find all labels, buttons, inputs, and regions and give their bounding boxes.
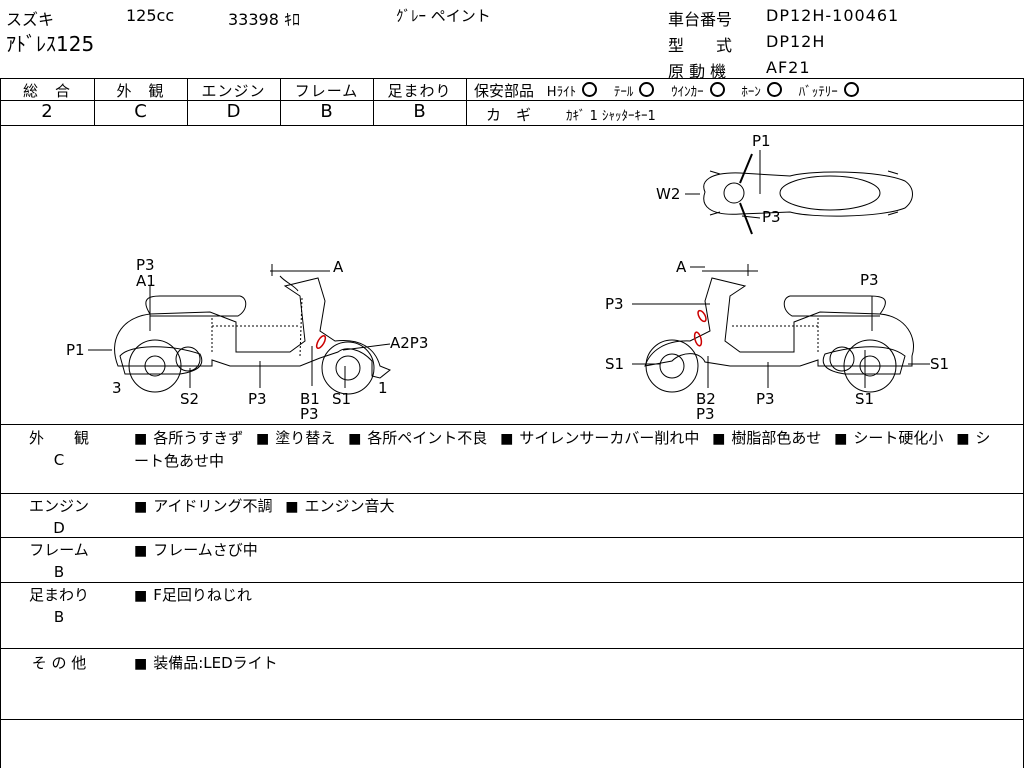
section-engine-notes: アイドリング不調 エンジン音大 xyxy=(134,495,1004,518)
chassis-value: DP12H-100461 xyxy=(766,6,900,25)
label-p3-top-left: P3 xyxy=(136,256,155,274)
label-a1: A1 xyxy=(136,272,156,290)
ok-circle-icon xyxy=(766,82,782,97)
section-other-notes: 装備品:LEDライト xyxy=(134,652,1004,675)
key-label: カ ギ xyxy=(486,106,532,124)
label-a2p3: A2P3 xyxy=(390,334,428,352)
label-p3-left-side: P3 xyxy=(605,295,624,313)
scooter-diagram: P3 A1 A P1 A2P3 3 1 S2 P3 B1 S1 P3 A P3 … xyxy=(66,132,949,423)
label-b1: B1 xyxy=(300,390,320,408)
ok-circle-icon xyxy=(639,82,655,97)
label-w2: W2 xyxy=(656,185,680,203)
label-1: 1 xyxy=(378,379,388,397)
section-exterior-label: 外 観 C xyxy=(28,429,89,469)
grade-suspension-label: 足まわり xyxy=(387,82,452,100)
key-value: ｶｷﾞ 1 ｼｬｯﾀｰｷｰ1 xyxy=(566,109,656,124)
section-suspension-label: 足まわり B xyxy=(28,586,89,626)
label-p1-top: P1 xyxy=(752,132,771,150)
color: ｸﾞﾚｰ ペイント xyxy=(396,7,491,25)
grade-engine-label: エンジン xyxy=(201,82,266,100)
safety-taillight: ﾃｰﾙ xyxy=(614,81,655,100)
safety-headlight: Hﾗｲﾄ xyxy=(547,81,598,100)
table-bottom-line xyxy=(0,125,1024,126)
safety-horn: ﾎｰﾝ xyxy=(741,81,782,100)
label-s1-left: S1 xyxy=(332,390,351,408)
engine-value: AF21 xyxy=(766,58,811,77)
scooter-left-side-view xyxy=(114,264,391,395)
type-label: 型 式 xyxy=(668,36,733,55)
displacement: 125cc xyxy=(126,6,175,25)
type-value: DP12H xyxy=(766,32,826,51)
grade-exterior-label: 外 観 xyxy=(116,82,165,100)
label-s1-bottom-right: S1 xyxy=(855,390,874,408)
scooter-right-side-view xyxy=(644,264,914,393)
table-mid-line xyxy=(0,100,1024,101)
label-p3-bottom-right: P3 xyxy=(756,390,775,408)
maker: スズキ xyxy=(6,10,55,29)
scooter-top-view xyxy=(703,153,913,235)
grade-frame-value: B xyxy=(320,101,333,122)
label-s1-right-right: S1 xyxy=(930,355,949,373)
label-a-right: A xyxy=(676,258,687,276)
section-other-label: そ の 他 xyxy=(31,654,87,672)
grade-engine-value: D xyxy=(226,101,241,122)
ok-circle-icon xyxy=(709,82,725,97)
label-p3-right: P3 xyxy=(860,271,879,289)
label-p3-under-b2: P3 xyxy=(696,405,715,423)
label-p3-under-b1: P3 xyxy=(300,405,319,423)
mileage: 33398 ｷﾛ xyxy=(228,10,300,29)
label-p3-bottom-left: P3 xyxy=(248,390,267,408)
model-name: ｱﾄﾞﾚｽ125 xyxy=(6,32,95,56)
label-p1-left: P1 xyxy=(66,341,85,359)
safety-label: 保安部品 xyxy=(474,82,535,100)
label-s1-right-left: S1 xyxy=(605,355,624,373)
safety-parts-row: 保安部品 Hﾗｲﾄ ﾃｰﾙ ｳｲﾝｶｰ ﾎｰﾝ ﾊﾞｯﾃﾘｰ xyxy=(474,80,871,101)
ok-circle-icon xyxy=(843,82,859,97)
grade-frame-label: フレーム xyxy=(294,82,359,100)
damage-mark xyxy=(697,309,707,323)
section-frame-label: フレーム B xyxy=(29,541,89,581)
engine-label: 原 動 機 xyxy=(668,62,727,81)
section-suspension-notes: F足回りねじれ xyxy=(134,584,1004,607)
safety-battery: ﾊﾞｯﾃﾘｰ xyxy=(799,81,859,100)
damage-mark xyxy=(693,331,703,347)
label-p3-top-view: P3 xyxy=(762,208,781,226)
grade-suspension-value: B xyxy=(413,101,426,122)
chassis-label: 車台番号 xyxy=(668,10,733,29)
section-frame-notes: フレームさび中 xyxy=(134,539,1004,562)
label-s2: S2 xyxy=(180,390,199,408)
grade-total-label: 総 合 xyxy=(22,82,71,100)
damage-mark xyxy=(315,335,327,349)
section-exterior-notes: 各所うすきず 塗り替え 各所ペイント不良 サイレンサーカバー削れ中 樹脂部色あせ… xyxy=(134,427,1004,472)
grade-exterior-value: C xyxy=(134,101,147,122)
ok-circle-icon xyxy=(582,82,598,97)
table-top-line xyxy=(0,78,1024,79)
label-3: 3 xyxy=(112,379,122,397)
label-a-left: A xyxy=(333,258,344,276)
grade-total-value: 2 xyxy=(41,101,53,122)
safety-winker: ｳｲﾝｶｰ xyxy=(671,81,725,100)
label-b2: B2 xyxy=(696,390,716,408)
section-engine-label: エンジン D xyxy=(28,497,89,537)
